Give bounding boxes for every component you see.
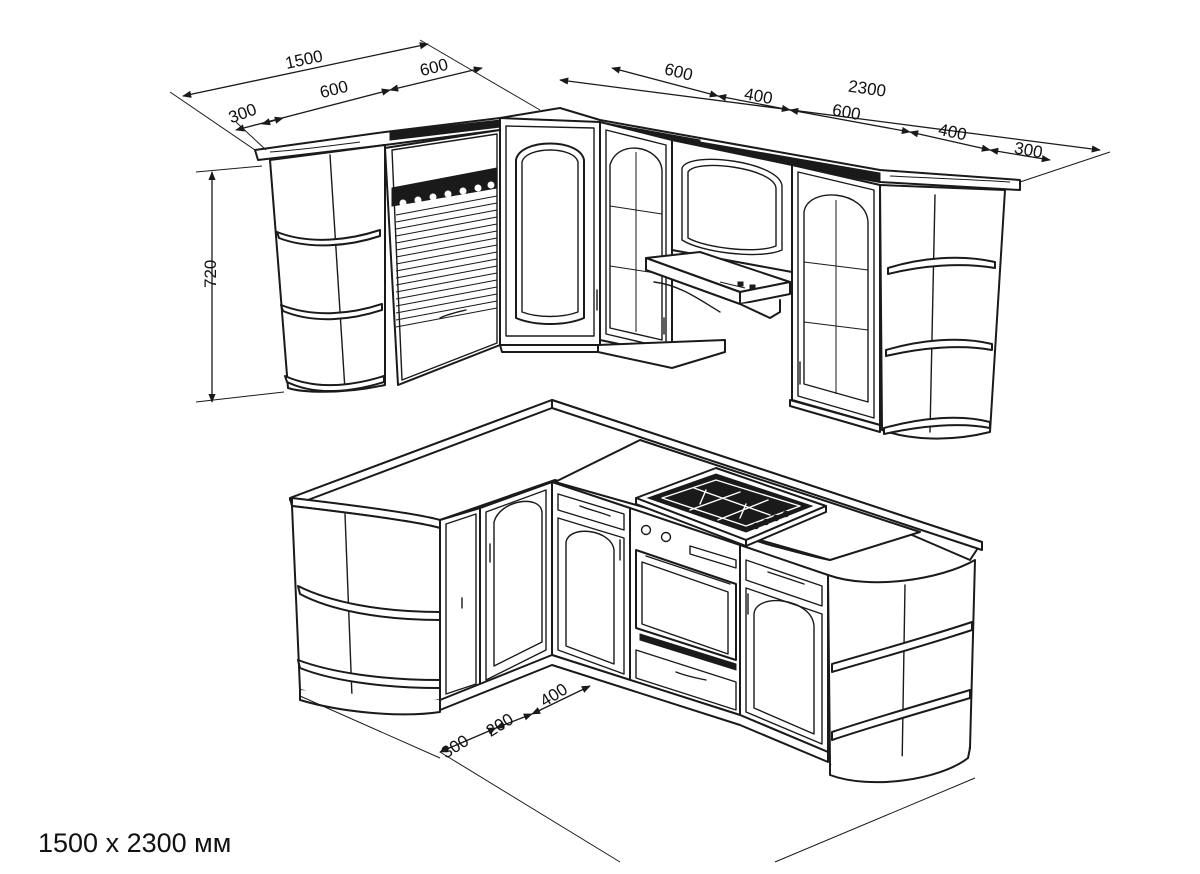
oven-controls: [640, 524, 737, 569]
dim-upper-left-1500: 1500: [283, 46, 324, 72]
lower-drawer-door-cabinet-right: [739, 544, 829, 753]
caption-size: 1500 x 2300 мм: [38, 828, 232, 858]
dim-upper-right-400b: 400: [937, 120, 969, 144]
lower-cabinets: [289, 399, 983, 784]
dim-lower-400: 400: [537, 680, 571, 711]
lower-narrow-cabinet: [439, 507, 481, 701]
upper-left-open-shelf: [269, 144, 386, 393]
dimension-lines: [169, 39, 1111, 863]
balustrade-ornament: [399, 181, 495, 207]
lower-oven-unit: [629, 467, 827, 716]
upper-right-open-shelf: [879, 184, 1006, 440]
dim-lower-200: 200: [483, 710, 517, 741]
lower-left-open-shelf: [291, 505, 441, 716]
upper-glass-cabinet-right: [789, 164, 881, 433]
gas-cooktop: [635, 467, 827, 547]
dim-upper-right-300: 300: [1013, 138, 1044, 162]
upper-cabinets: [254, 107, 1021, 440]
upper-glass-cabinet-left: [597, 121, 726, 369]
extractor-hood: [645, 251, 791, 319]
lower-right-open-shelf: [827, 559, 976, 784]
lower-drawer-door-cabinet: [551, 481, 631, 681]
dim-upper-right-600b: 600: [831, 100, 862, 124]
shutter-slats: [395, 195, 498, 328]
dim-upper-right-2300: 2300: [847, 77, 887, 101]
upper-corner-cabinet: [499, 117, 601, 353]
dim-upper-left-600a: 600: [318, 77, 350, 102]
upper-hood-cabinet: [645, 139, 793, 319]
dim-upper-left-300: 300: [226, 100, 259, 128]
plinth: [439, 654, 829, 763]
upper-roller-shutter-cabinet: [384, 129, 501, 386]
dim-height-720: 720: [201, 260, 220, 288]
dim-upper-right-400a: 400: [743, 84, 774, 108]
dim-lower-300: 300: [438, 731, 472, 762]
dim-upper-right-600a: 600: [663, 59, 695, 84]
